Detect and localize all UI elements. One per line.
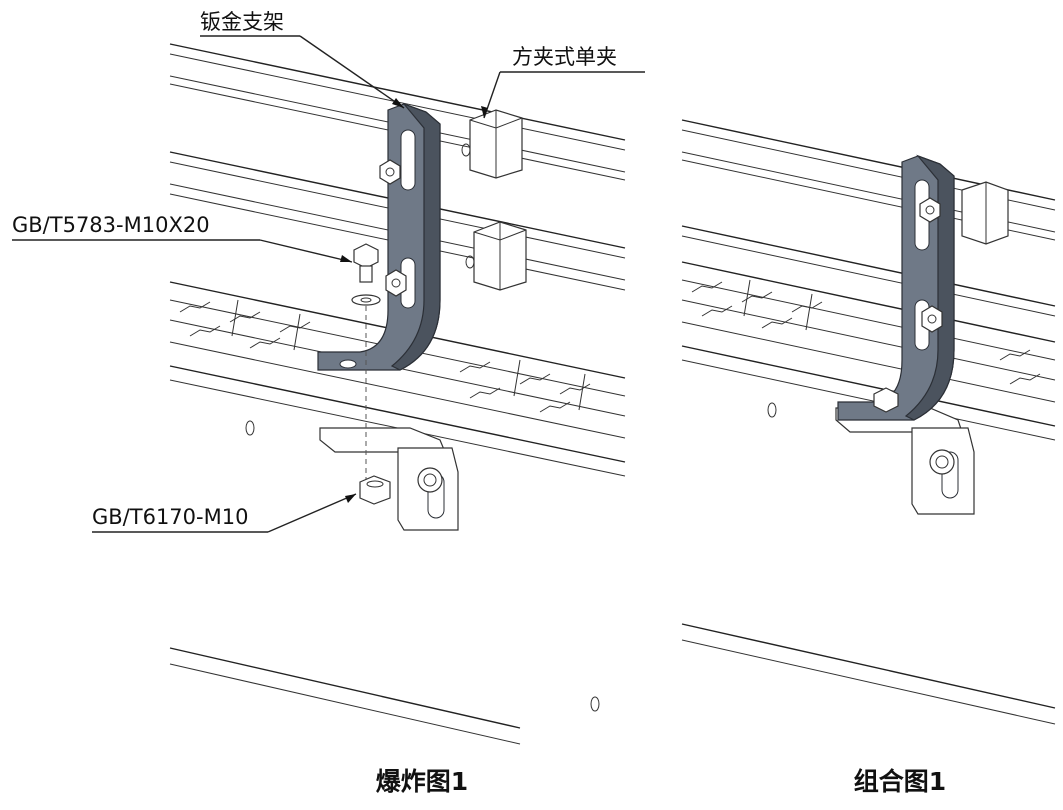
caption-assembled: 组合图1 [854, 767, 946, 796]
leader-bolt [12, 239, 353, 263]
leader-nut [92, 493, 357, 533]
bottom-rails-right [681, 623, 1056, 725]
leader-clamp [481, 71, 645, 119]
leader-bracket [200, 35, 405, 109]
caption-exploded: 爆炸图1 [376, 767, 468, 796]
bottom-rails-left [169, 647, 521, 745]
sheet-metal-bracket-assembled [837, 154, 955, 421]
label-square-clamp: 方夹式单夹 [512, 45, 617, 69]
frame-hole [767, 402, 777, 418]
conveyor-chain-right [681, 261, 1056, 441]
square-clamp-right [961, 181, 1009, 245]
square-clamp-lower [465, 221, 527, 291]
assembled-view: 组合图1 [681, 119, 1056, 796]
square-clamp-upper [461, 109, 523, 179]
hex-bolt [351, 243, 381, 306]
label-sheet-metal-bracket: 钣金支架 [200, 10, 284, 34]
bracket-nut-upper [379, 159, 401, 185]
bracket-nut-lower [385, 269, 407, 297]
hex-nut [359, 475, 391, 505]
exploded-view: 钣金支架 方夹式单夹 GB/T5783-M10X20 GB/T6170-M10 … [12, 10, 645, 796]
label-bolt: GB/T5783-M10X20 [12, 213, 210, 237]
base-support-right [835, 407, 975, 515]
label-nut: GB/T6170-M10 [92, 505, 248, 529]
base-support-left [319, 427, 459, 531]
frame-hole [245, 420, 255, 436]
frame-hole [590, 696, 600, 712]
sheet-metal-bracket-exploded [317, 102, 441, 371]
